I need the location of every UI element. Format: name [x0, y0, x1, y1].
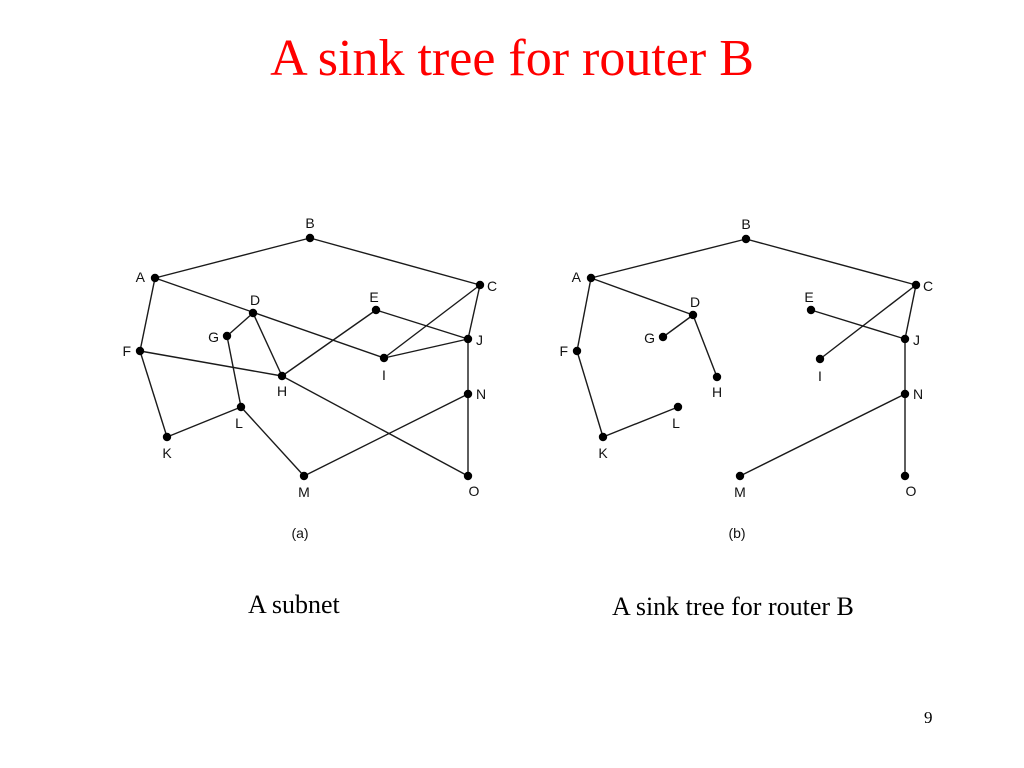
- sink-tree-node-a: [586, 273, 596, 283]
- subnet-node-label-b: B: [305, 215, 314, 231]
- subnet-edge-g-l: [226, 335, 242, 408]
- sink-tree-node-d: [688, 310, 698, 320]
- subnet-node-label-f: F: [122, 343, 131, 359]
- subnet-node-n: [463, 389, 473, 399]
- sink-tree-edge-d-h: [692, 314, 718, 378]
- sink-tree-edge-c-j: [904, 284, 917, 340]
- sink-tree-node-label-e: E: [804, 289, 813, 305]
- subnet-node-label-j: J: [476, 332, 483, 348]
- sink-tree-node-f: [572, 346, 582, 356]
- subnet-node-l: [236, 402, 246, 412]
- sink-tree-graph: A B C D E F G H I J K L M N O: [559, 216, 933, 500]
- subnet-node-label-k: K: [162, 445, 172, 461]
- subnet-edge-c-i: [383, 284, 481, 359]
- figure-a-sublabel: (a): [291, 525, 308, 541]
- sink-tree-node-g: [658, 332, 668, 342]
- sink-tree-node-b: [741, 234, 751, 244]
- figure-b-sublabel: (b): [728, 525, 745, 541]
- sink-tree-node-i: [815, 354, 825, 364]
- subnet-node-label-l: L: [235, 415, 243, 431]
- subnet-edge-l-m: [240, 406, 305, 477]
- subnet-edge-a-f: [139, 277, 156, 352]
- sink-tree-edge-c-i: [819, 284, 917, 360]
- subnet-edge-m-n: [303, 393, 469, 477]
- sink-tree-node-label-k: K: [598, 445, 608, 461]
- sink-tree-node-label-i: I: [818, 368, 822, 384]
- subnet-node-o: [463, 471, 473, 481]
- sink-tree-node-l: [673, 402, 683, 412]
- sink-tree-node-label-g: G: [644, 330, 655, 346]
- subnet-node-label-n: N: [476, 386, 486, 402]
- subnet-node-label-g: G: [208, 329, 219, 345]
- sink-tree-node-label-b: B: [741, 216, 750, 232]
- sink-tree-node-label-o: O: [906, 483, 917, 499]
- sink-tree-edge-b-a: [590, 238, 747, 279]
- subnet-edge-a-i: [154, 277, 385, 359]
- subnet-node-h: [277, 371, 287, 381]
- subnet-edge-a-b: [154, 237, 311, 279]
- sink-tree-node-e: [806, 305, 816, 315]
- sink-tree-node-label-h: H: [712, 384, 722, 400]
- subnet-node-a: [150, 273, 160, 283]
- subnet-edge-e-h: [281, 309, 377, 377]
- sink-tree-edge-a-f: [576, 277, 592, 352]
- page-number: 9: [924, 708, 933, 727]
- subnet-edge-f-k: [139, 350, 168, 438]
- subnet-node-b: [305, 233, 315, 243]
- sink-tree-edge-f-k: [576, 350, 604, 438]
- subnet-graph: A B C D E F G H I J K L M N O: [122, 215, 497, 500]
- sink-tree-edge-k-l: [602, 406, 679, 438]
- subnet-edge-i-j: [383, 338, 469, 359]
- sink-tree-edge-a-d: [590, 277, 694, 316]
- subnet-node-label-m: M: [298, 484, 310, 500]
- figure-a-caption: A subnet: [248, 590, 340, 619]
- subnet-edge-e-j: [375, 309, 469, 340]
- sink-tree-node-label-n: N: [913, 386, 923, 402]
- subnet-node-d: [248, 308, 258, 318]
- sink-tree-node-m: [735, 471, 745, 481]
- subnet-node-label-i: I: [382, 367, 386, 383]
- sink-tree-node-c: [911, 280, 921, 290]
- sink-tree-node-label-m: M: [734, 484, 746, 500]
- subnet-edge-b-c: [309, 237, 481, 286]
- subnet-node-i: [379, 353, 389, 363]
- sink-tree-node-label-a: A: [572, 269, 582, 285]
- sink-tree-edge-d-g: [662, 314, 694, 338]
- subnet-edge-k-l: [166, 406, 242, 438]
- sink-tree-node-n: [900, 389, 910, 399]
- subnet-node-label-o: O: [469, 483, 480, 499]
- sink-tree-edge-e-j: [810, 309, 906, 340]
- subnet-node-k: [162, 432, 172, 442]
- subnet-edge-h-o: [281, 375, 469, 477]
- subnet-node-g: [222, 331, 232, 341]
- subnet-node-c: [475, 280, 485, 290]
- subnet-edge-c-j: [467, 284, 481, 340]
- subnet-edge-d-h: [252, 312, 283, 377]
- sink-tree-node-o: [900, 471, 910, 481]
- sink-tree-edge-b-c: [745, 238, 917, 286]
- sink-tree-node-k: [598, 432, 608, 442]
- subnet-node-e: [371, 305, 381, 315]
- subnet-node-j: [463, 334, 473, 344]
- figure-b-caption: A sink tree for router B: [612, 592, 854, 621]
- subnet-node-f: [135, 346, 145, 356]
- subnet-node-label-a: A: [136, 269, 146, 285]
- sink-tree-node-h: [712, 372, 722, 382]
- sink-tree-node-label-c: C: [923, 278, 933, 294]
- subnet-node-label-h: H: [277, 383, 287, 399]
- subnet-edge-d-g: [226, 312, 254, 337]
- slide-title: A sink tree for router B: [270, 30, 754, 87]
- sink-tree-edge-n-m: [739, 393, 906, 477]
- subnet-node-label-c: C: [487, 278, 497, 294]
- sink-tree-node-label-l: L: [672, 415, 680, 431]
- sink-tree-node-label-f: F: [559, 343, 568, 359]
- sink-tree-node-label-j: J: [913, 332, 920, 348]
- subnet-node-m: [299, 471, 309, 481]
- subnet-edge-f-h: [139, 350, 283, 377]
- sink-tree-node-j: [900, 334, 910, 344]
- subnet-node-label-e: E: [369, 289, 378, 305]
- sink-tree-node-label-d: D: [690, 294, 700, 310]
- subnet-node-label-d: D: [250, 292, 260, 308]
